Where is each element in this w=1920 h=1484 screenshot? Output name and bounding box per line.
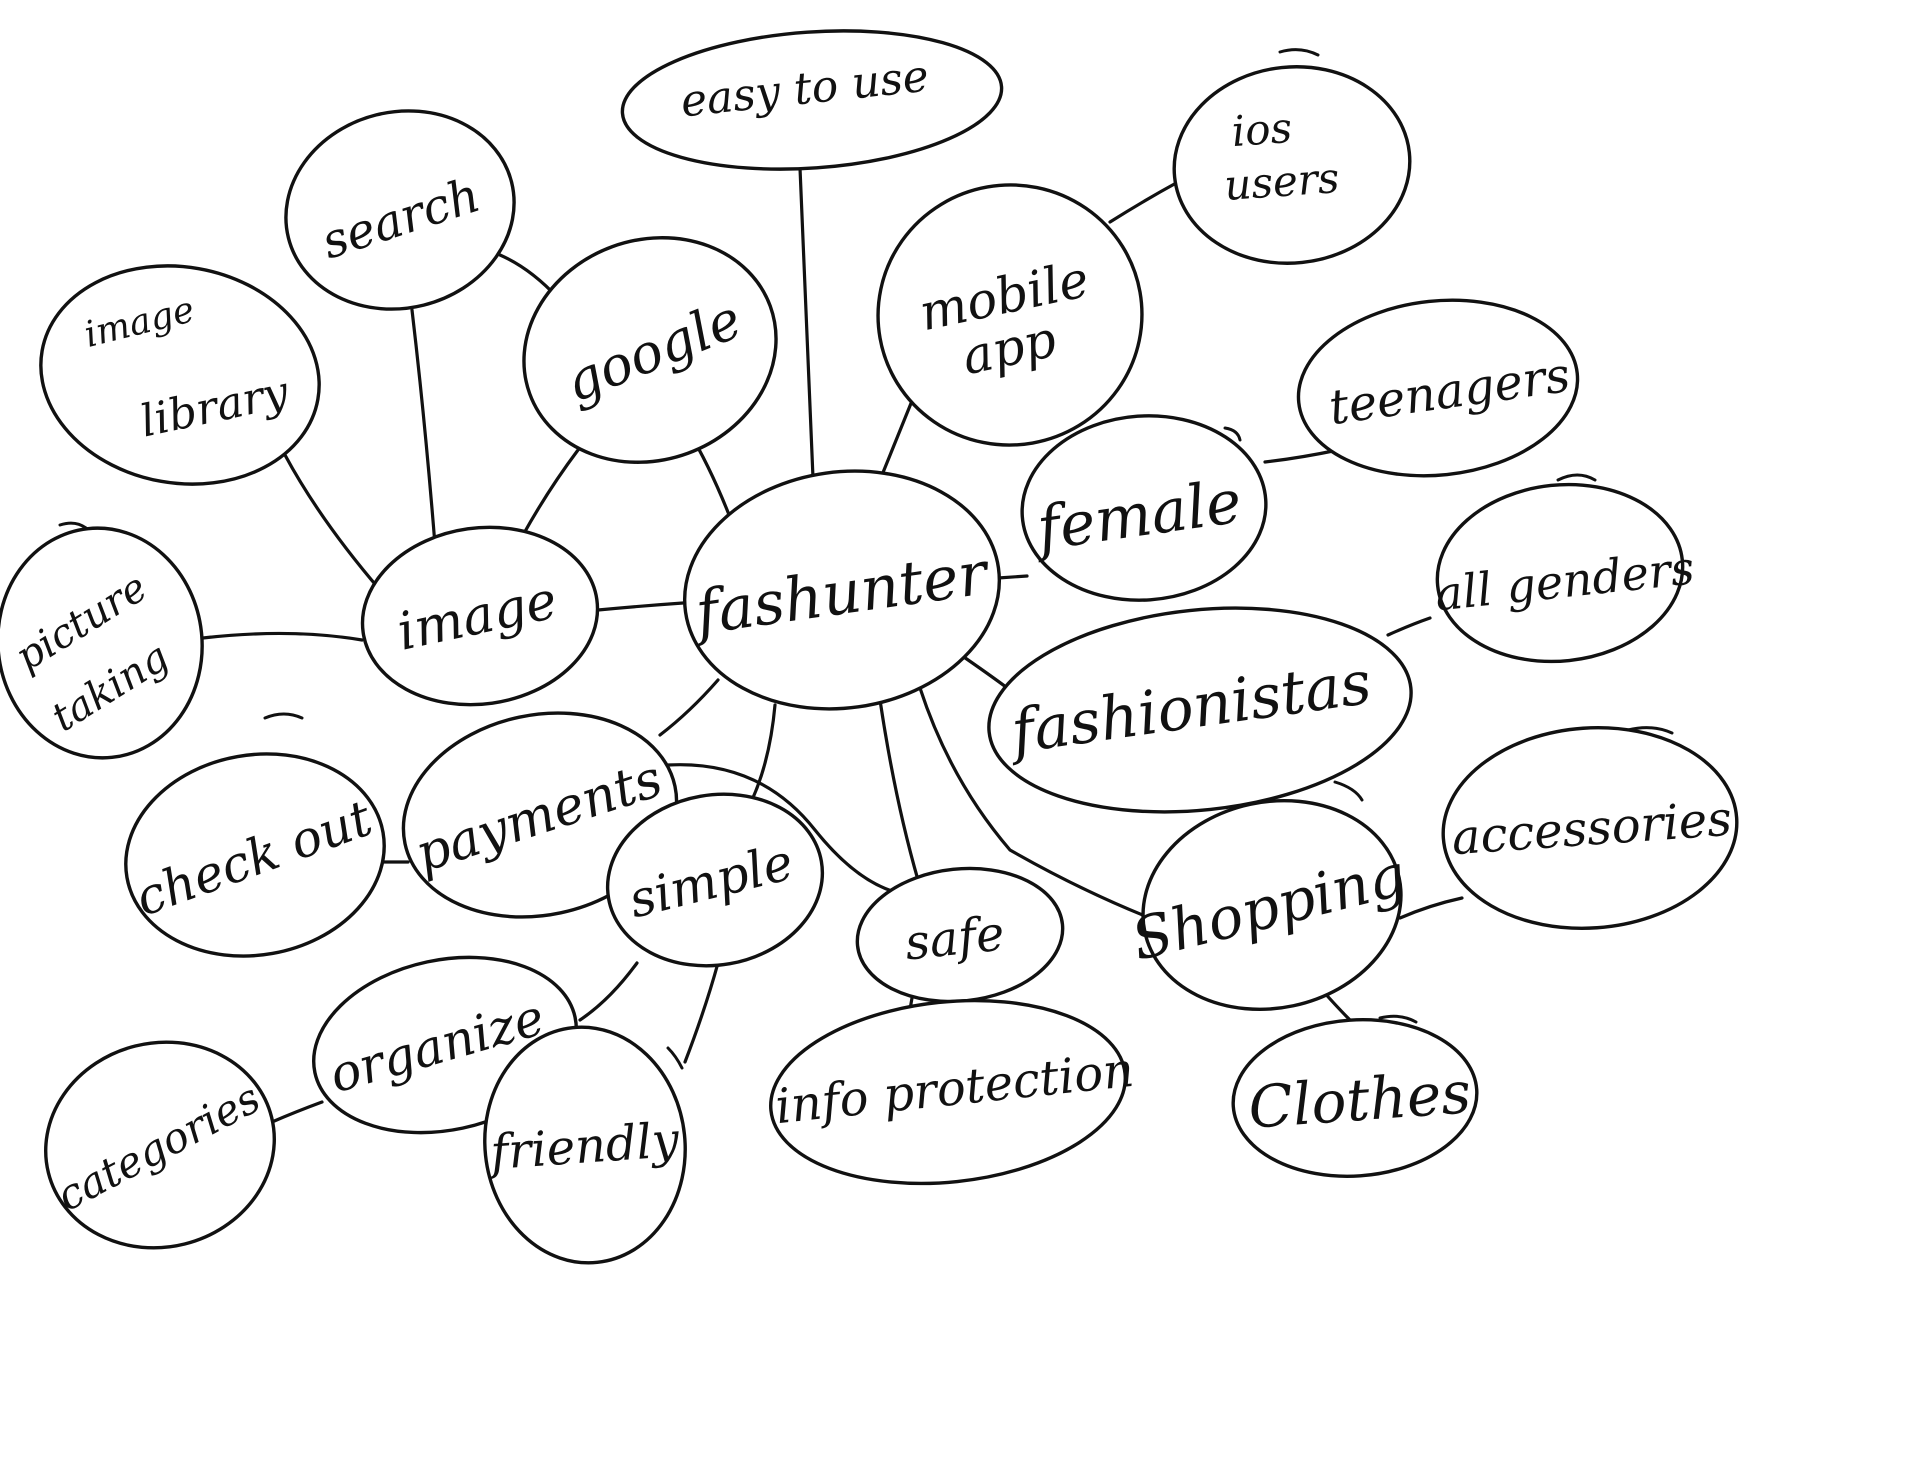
bubble-friendly [483,1025,687,1265]
edge-organize-categories [270,1100,324,1124]
pen-tick [1626,726,1674,735]
pen-tick [1278,48,1320,57]
bubble-picture-taking [0,526,204,760]
bubble-categories [44,1040,276,1250]
label-ios-users-line1: ios [1230,103,1294,156]
edge-shopping-accessories [1398,896,1464,920]
bubble-easy-to-use [620,29,1004,171]
pen-tick [1378,1014,1418,1024]
bubbles [0,29,1739,1265]
bubble-female [1020,414,1268,602]
edge-payments-safe [666,763,897,894]
edge-fashunter-payments [658,678,720,737]
edge-image-library [283,453,382,592]
bubble-fashunter[interactable] [669,451,1015,729]
bubble-fashionistas [987,606,1413,814]
pen-tick [1333,780,1364,802]
bubble-image [360,525,600,707]
label-ios-users-line2: users [1223,153,1341,210]
edge-fashunter-female [996,574,1029,580]
edge-fashunter-shopping [918,686,1152,920]
bubble-accessories [1441,726,1739,930]
bubble-simple [605,792,825,968]
edge-mobile-app-ios-users [1108,180,1180,224]
bubble-mobile-app [876,183,1144,447]
edge-image-search [410,308,437,547]
label-friendly: friendly [486,1112,682,1181]
bubble-clothes [1231,1018,1479,1178]
bubble-google [522,236,778,464]
edge-fashunter-fashionistas [956,651,1012,692]
edge-female-teenagers [1263,448,1340,464]
edge-google-image [521,448,580,537]
pen-tick [1223,426,1242,442]
edge-simple-organize [578,961,639,1022]
pen-tick [263,712,304,720]
bubble-ios-users [1172,65,1412,265]
bubble-payments [401,711,679,919]
edge-fashionistas-all-genders [1386,616,1432,637]
edge-fashunter-safe [878,698,920,882]
edge-image-picture-taking [201,631,364,642]
label-safe: safe [902,905,1007,971]
pen-tick [58,521,88,530]
edge-fashunter-image [596,601,685,612]
bubble-info-protection [769,998,1127,1186]
edge-simple-friendly [683,961,720,1064]
pen-tick [666,1046,684,1070]
bubble-search [284,109,516,311]
pen-ticks [58,48,1674,1070]
bubble-all-genders [1435,482,1685,664]
bubble-shopping [1141,798,1403,1012]
bubble-check-out [124,752,386,958]
edge-fashunter-easy-to-use [798,166,815,480]
bubble-teenagers [1296,298,1580,478]
bubble-image-library [39,264,321,486]
label-clothes: Clothes [1246,1058,1473,1141]
pen-tick [1556,473,1597,482]
